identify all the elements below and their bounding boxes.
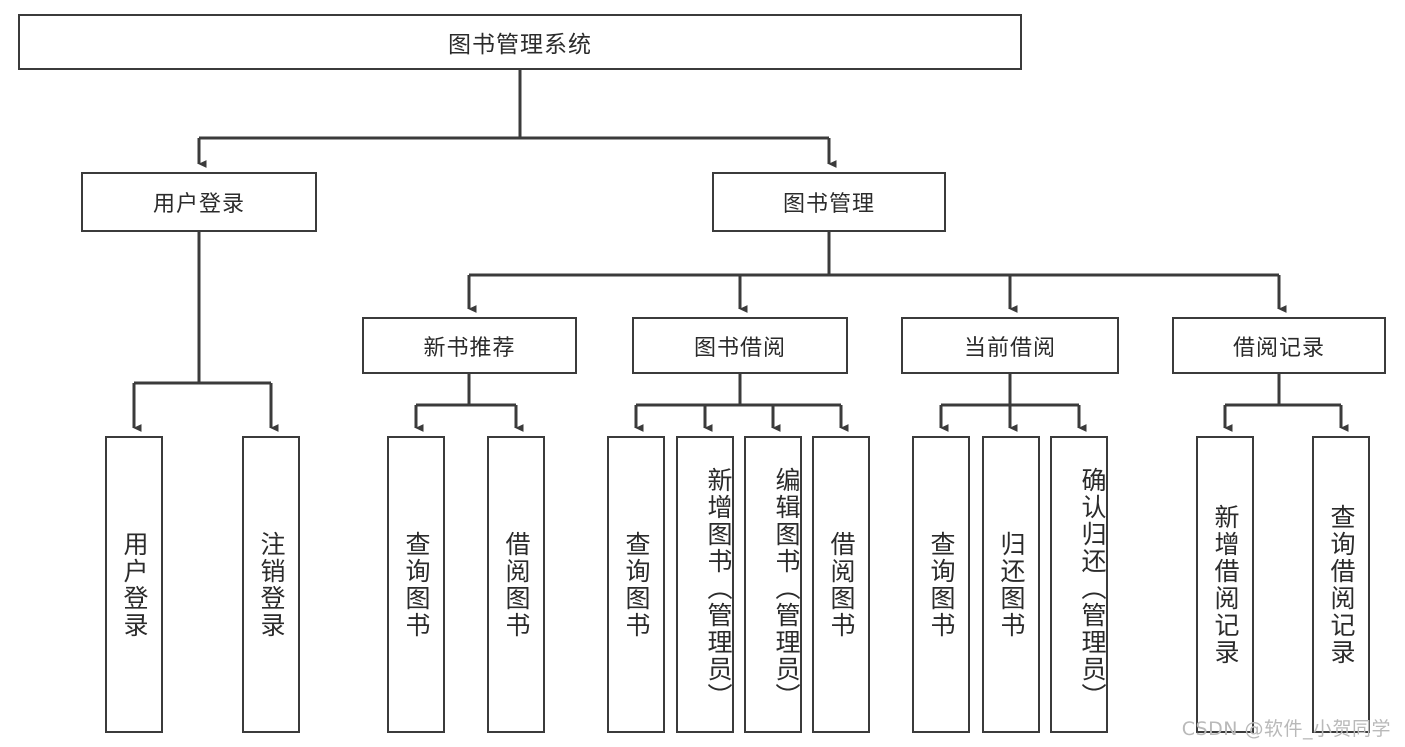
connector-bookmgmt-to-level3 [467, 232, 1287, 313]
leaf-query-book-borrow[interactable]: 查询图书 [607, 436, 665, 733]
leaf-confirm-return-admin[interactable]: 确认归还（管理员） [1050, 436, 1108, 733]
node-label: 图书借阅 [693, 335, 786, 361]
node-label: 新增借阅记录 [1211, 503, 1240, 666]
node-label: 查询图书 [402, 530, 431, 639]
node-book-borrow[interactable]: 图书借阅 [632, 317, 848, 374]
node-current-borrow[interactable]: 当前借阅 [901, 317, 1119, 374]
node-label: 借阅图书 [502, 530, 531, 639]
node-label: 借阅记录 [1232, 335, 1325, 361]
node-label: 归还图书 [997, 530, 1026, 639]
node-label: 图书管理 [782, 192, 875, 217]
node-label: 确认归还（管理员） [1078, 467, 1107, 710]
node-label: 注销登录 [257, 530, 286, 639]
node-root-system[interactable]: 图书管理系统 [18, 14, 1022, 70]
node-new-book-recommend[interactable]: 新书推荐 [362, 317, 577, 374]
node-label: 新书推荐 [423, 335, 516, 361]
node-label: 当前借阅 [963, 335, 1056, 361]
leaf-query-book-current[interactable]: 查询图书 [912, 436, 970, 733]
leaf-borrow-book-newbook[interactable]: 借阅图书 [487, 436, 545, 733]
node-label: 用户登录 [120, 530, 149, 639]
leaf-add-book-admin[interactable]: 新增图书（管理员） [676, 436, 734, 733]
leaf-logout[interactable]: 注销登录 [242, 436, 300, 733]
node-label: 查询图书 [927, 530, 956, 639]
node-user-login[interactable]: 用户登录 [81, 172, 317, 232]
connector-records-to-leaves [1223, 374, 1349, 432]
node-label: 图书管理系统 [448, 32, 592, 58]
csdn-watermark: CSDN @软件_小贺同学 [1181, 718, 1391, 740]
node-label: 编辑图书（管理员） [772, 467, 801, 710]
node-label: 查询借阅记录 [1327, 503, 1356, 666]
connector-borrow-to-leaves [634, 374, 849, 432]
node-label: 新增图书（管理员） [704, 467, 733, 710]
connector-root-to-level2 [197, 70, 837, 168]
leaf-edit-book-admin[interactable]: 编辑图书（管理员） [744, 436, 802, 733]
connector-current-to-leaves [939, 374, 1087, 432]
leaf-return-book[interactable]: 归还图书 [982, 436, 1040, 733]
node-label: 查询图书 [622, 530, 651, 639]
node-label: 用户登录 [152, 192, 245, 217]
leaf-borrow-book[interactable]: 借阅图书 [812, 436, 870, 733]
connector-userlogin-to-leaves [132, 232, 279, 432]
leaf-query-book-newbook[interactable]: 查询图书 [387, 436, 445, 733]
leaf-add-borrow-record[interactable]: 新增借阅记录 [1196, 436, 1254, 733]
leaf-query-borrow-record[interactable]: 查询借阅记录 [1312, 436, 1370, 733]
node-borrow-records[interactable]: 借阅记录 [1172, 317, 1386, 374]
node-book-management[interactable]: 图书管理 [712, 172, 946, 232]
node-label: 借阅图书 [827, 530, 856, 639]
connector-newbook-to-leaves [414, 374, 524, 432]
leaf-user-login[interactable]: 用户登录 [105, 436, 163, 733]
